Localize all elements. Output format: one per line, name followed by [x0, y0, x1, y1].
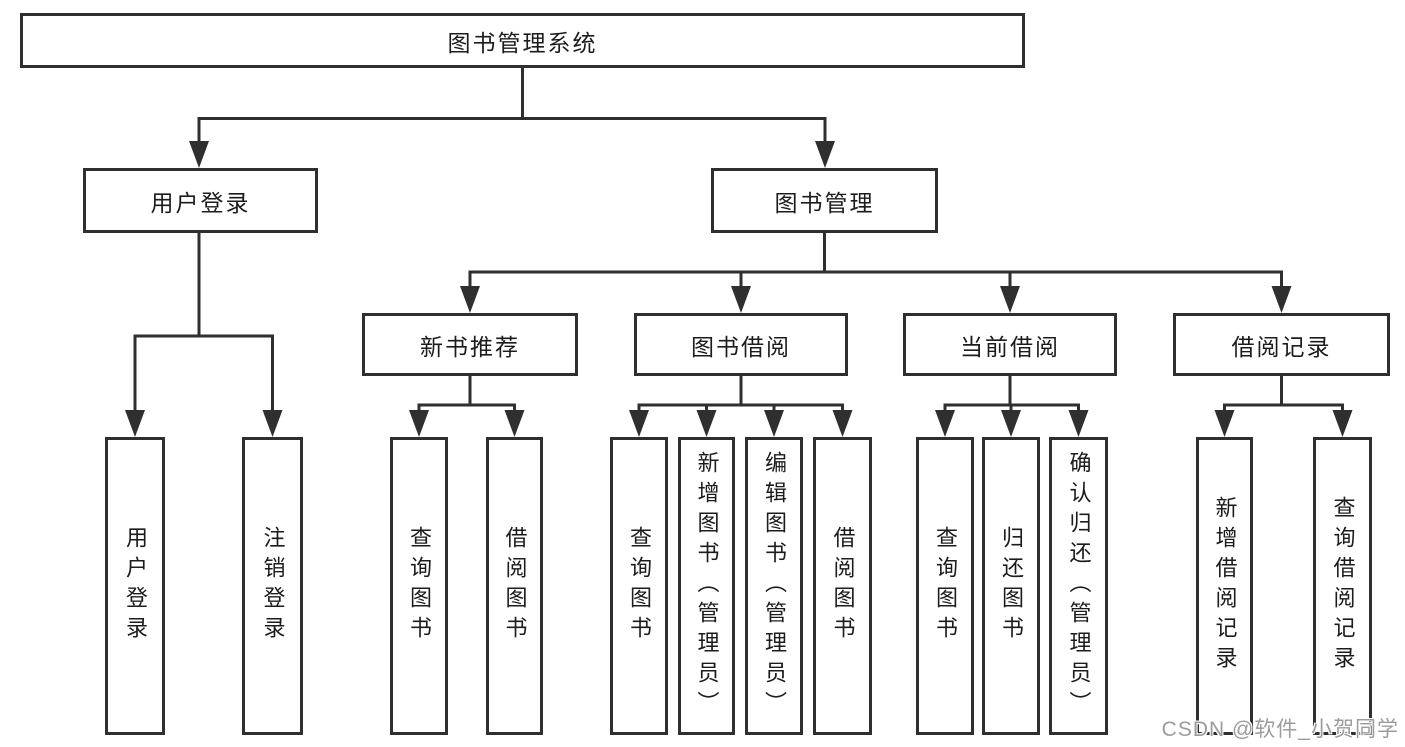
leaf-label: 新增图书（管理员）: [694, 451, 720, 721]
leaf-user-login: 用户登录: [105, 437, 165, 735]
leaf-logout: 注销登录: [242, 437, 303, 735]
node-book-management: 图书管理: [711, 168, 938, 233]
arrowhead-icons: [125, 141, 1353, 437]
leaf-borrow-books-recommend: 借阅图书: [486, 437, 543, 735]
leaf-label: 查询图书: [627, 526, 652, 646]
leaf-label: 归还图书: [999, 526, 1024, 646]
leaf-query-borrow-record: 查询借阅记录: [1313, 437, 1372, 735]
leaf-label: 查询借阅记录: [1330, 496, 1356, 676]
leaf-edit-book-admin: 编辑图书（管理员）: [745, 437, 803, 735]
leaf-return-book: 归还图书: [982, 437, 1040, 735]
leaf-confirm-return-admin: 确认归还（管理员）: [1049, 437, 1108, 735]
node-borrow-records: 借阅记录: [1173, 313, 1390, 376]
leaf-query-books-borrow: 查询图书: [610, 437, 668, 735]
node-current-borrow: 当前借阅: [903, 313, 1117, 376]
leaf-query-books-recommend: 查询图书: [390, 437, 448, 735]
leaf-label: 查询图书: [407, 526, 432, 646]
leaf-label: 新增借阅记录: [1212, 496, 1238, 676]
csdn-watermark: CSDN @软件_小贺同学: [1161, 718, 1399, 741]
node-new-book-recommend: 新书推荐: [362, 313, 578, 376]
leaf-add-book-admin: 新增图书（管理员）: [678, 437, 735, 735]
node-book-borrow: 图书借阅: [634, 313, 848, 376]
leaf-label: 用户登录: [123, 526, 148, 646]
leaf-label: 注销登录: [260, 526, 286, 646]
node-root-system: 图书管理系统: [20, 13, 1025, 68]
leaf-label: 借阅图书: [830, 526, 856, 646]
leaf-query-books-current: 查询图书: [916, 437, 974, 735]
leaf-label: 借阅图书: [502, 526, 528, 646]
leaf-borrow-books: 借阅图书: [813, 437, 872, 735]
leaf-add-borrow-record: 新增借阅记录: [1196, 437, 1253, 735]
leaf-label: 查询图书: [933, 526, 958, 646]
leaf-label: 确认归还（管理员）: [1066, 451, 1092, 721]
leaf-label: 编辑图书（管理员）: [762, 451, 787, 721]
node-user-login: 用户登录: [83, 168, 318, 233]
